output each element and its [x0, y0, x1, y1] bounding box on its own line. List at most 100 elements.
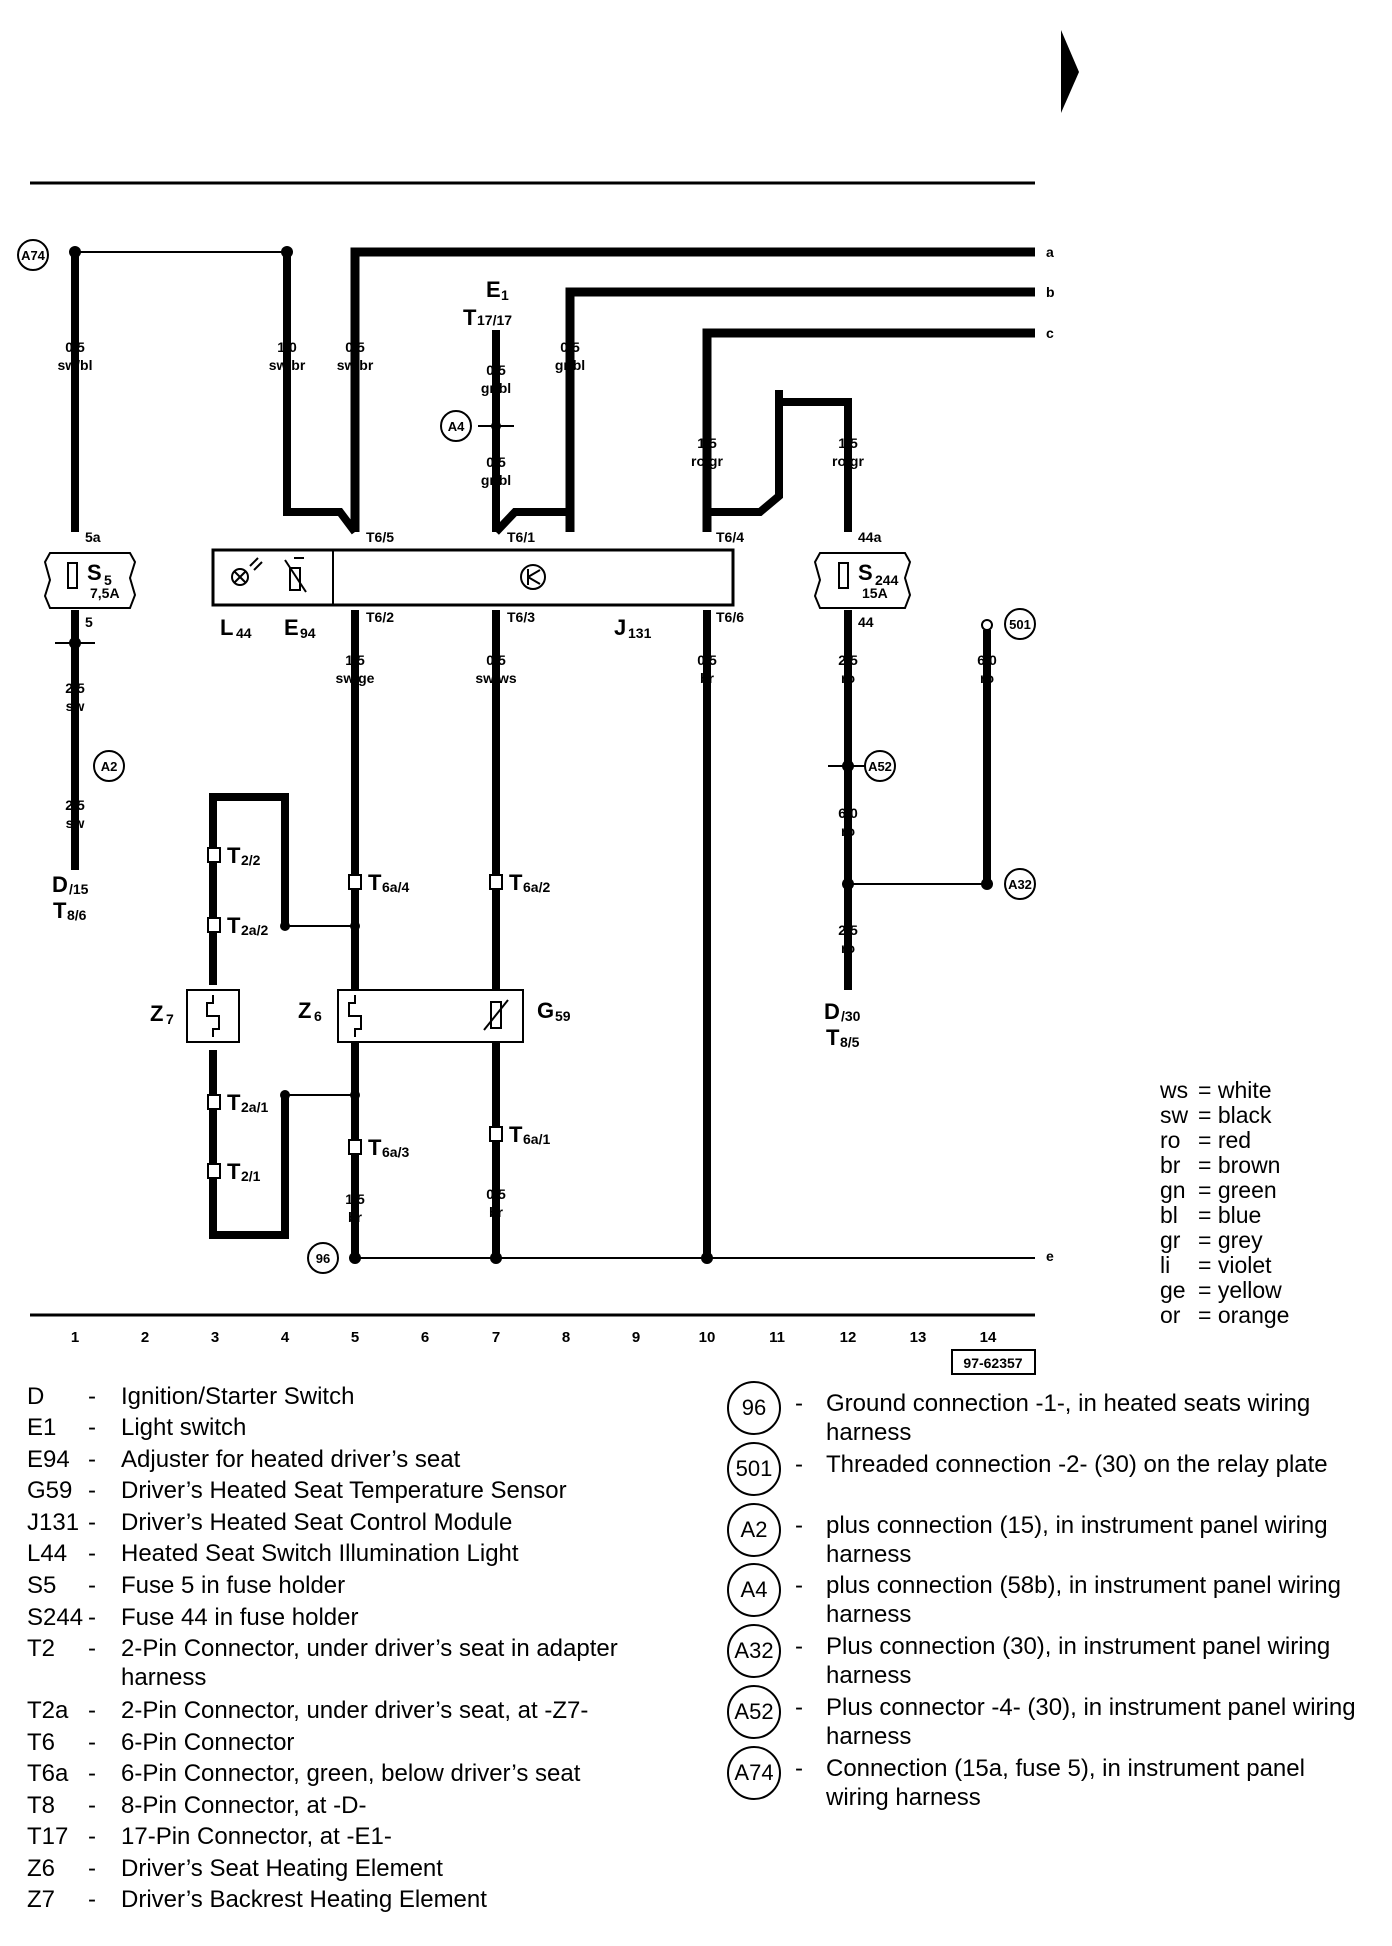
wire-label: 0,5	[560, 339, 580, 355]
label-z7: Z	[150, 1001, 163, 1026]
wire-label: br	[700, 670, 715, 686]
wire-label: ro	[980, 670, 994, 686]
pin-t2a-2-sub: 2a/2	[241, 922, 268, 938]
pin-t2-1: T	[227, 1159, 241, 1184]
potentiometer-icon	[284, 557, 307, 593]
label-j131-sub: 131	[628, 625, 652, 641]
wire-label: 0,5	[486, 454, 506, 470]
column-number: 14	[980, 1329, 997, 1346]
wire-label: 0,5	[486, 652, 506, 668]
wire-label: gr/bl	[481, 380, 511, 396]
svg-text:44: 44	[858, 614, 874, 630]
fuse-s5: S 5 7,5A 5a 5	[43, 529, 137, 630]
bus-label-a: a	[1046, 244, 1054, 260]
column-number: 12	[840, 1329, 857, 1346]
pin-t2a-1-sub: 2a/1	[241, 1099, 268, 1115]
wire-label: sw/br	[337, 357, 374, 373]
label-t17: T	[463, 305, 477, 330]
pin-t6a-2-sub: 6a/2	[523, 879, 550, 895]
column-number: 11	[769, 1329, 785, 1346]
label-z7-sub: 7	[166, 1011, 174, 1027]
wire-label: ro	[841, 940, 855, 956]
wire-label: ro/gr	[832, 453, 864, 469]
wire-label: 1,5	[697, 435, 717, 451]
wire-label: 1,5	[838, 435, 858, 451]
continuation-arrow	[1061, 30, 1079, 113]
label-d30: D	[824, 999, 840, 1024]
diagram-id-box	[951, 1349, 1036, 1375]
svg-text:5: 5	[85, 614, 93, 630]
column-number: 9	[632, 1329, 640, 1346]
wire-label: 6,0	[838, 805, 858, 821]
pin-t6-3: T6/3	[507, 609, 535, 625]
pin-t2-1-sub: 2/1	[241, 1168, 261, 1184]
wire-label: ro	[841, 670, 855, 686]
wire-label: 0,5	[486, 362, 506, 378]
svg-text:S: S	[87, 560, 102, 585]
svg-text:5a: 5a	[85, 529, 101, 545]
column-number: 5	[351, 1329, 359, 1346]
label-t8-6: T	[53, 898, 67, 923]
wire-label: 2,5	[838, 922, 858, 938]
column-number: 4	[281, 1329, 290, 1346]
diagram-id: 97-62357	[963, 1355, 1022, 1371]
pin-t6-4: T6/4	[716, 529, 744, 545]
wire-label: br	[489, 1204, 504, 1220]
wire-label: gr/bl	[481, 472, 511, 488]
bus-label-b: b	[1046, 284, 1055, 300]
conn-a52: A52	[868, 759, 892, 774]
conn-501: 501	[1009, 617, 1031, 632]
bus-label-c: c	[1046, 325, 1054, 341]
wire-label: gr/bl	[555, 357, 585, 373]
wire-label: 0,5	[345, 339, 365, 355]
column-numbers: 1 2 3 4 5 6 7 8 9 10 11 12 13 14	[71, 1329, 997, 1346]
svg-text:15A: 15A	[862, 585, 888, 601]
pin-t2-2-sub: 2/2	[241, 852, 261, 868]
conn-a74: A74	[21, 248, 46, 263]
conn-96: 96	[316, 1251, 330, 1266]
label-t8-5: T	[826, 1025, 840, 1050]
z6-g59-box	[337, 989, 524, 1043]
pin-t6a-3-sub: 6a/3	[382, 1144, 409, 1160]
conn-a32: A32	[1008, 877, 1032, 892]
pin-t2a-1: T	[227, 1090, 241, 1115]
pin-t6-5: T6/5	[366, 529, 394, 545]
conn-a2: A2	[101, 759, 118, 774]
wire-label: 2,5	[65, 680, 85, 696]
pin-t6a-4: T	[368, 870, 382, 895]
connection-circles	[17, 239, 1036, 1274]
wire-label: ro	[841, 823, 855, 839]
pin-t6a-2: T	[509, 870, 523, 895]
pin-t6-1: T6/1	[507, 529, 535, 545]
svg-text:S: S	[858, 560, 873, 585]
label-e1: E	[486, 277, 501, 302]
label-t17-sub: 17/17	[477, 312, 512, 328]
label-g59: G	[537, 998, 554, 1023]
pin-t2a-2: T	[227, 913, 241, 938]
label-j131: J	[614, 615, 626, 640]
label-z6-sub: 6	[314, 1008, 322, 1024]
wire-label: 2,5	[65, 797, 85, 813]
transistor-icon	[520, 564, 546, 590]
wire-label: sw	[66, 815, 85, 831]
column-number: 10	[699, 1329, 716, 1346]
wire-label: 1,5	[345, 1191, 365, 1207]
label-z6: Z	[298, 998, 311, 1023]
wire-label: 0,5	[65, 339, 85, 355]
wire-label: sw/bl	[57, 357, 92, 373]
column-number: 8	[562, 1329, 570, 1346]
column-number: 1	[71, 1329, 79, 1346]
thermistor-icon	[483, 999, 509, 1031]
label-d15: D	[52, 872, 68, 897]
pin-t6a-1-sub: 6a/1	[523, 1131, 550, 1147]
svg-text:5: 5	[104, 572, 112, 588]
column-number: 2	[141, 1329, 149, 1346]
conn-a4: A4	[448, 419, 465, 434]
pin-t6a-3: T	[368, 1135, 382, 1160]
label-t8-6-sub: 8/6	[67, 907, 87, 923]
pin-t6-6: T6/6	[716, 609, 744, 625]
column-number: 13	[910, 1329, 927, 1346]
label-d30-sub: /30	[841, 1008, 861, 1024]
wire-label: 6,0	[977, 652, 997, 668]
